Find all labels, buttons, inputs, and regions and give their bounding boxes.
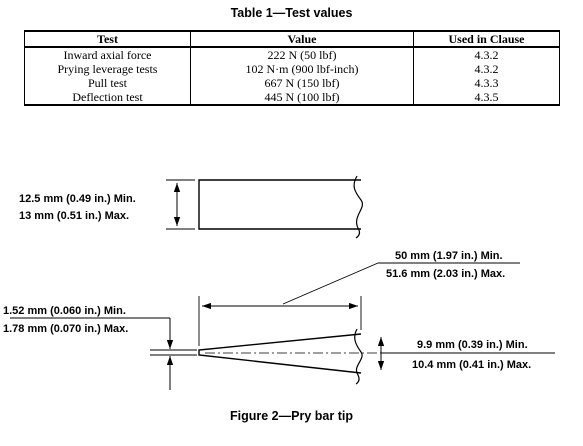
length-min-label: 50 mm (1.97 in.) Min. [395, 250, 503, 262]
width-max-label: 13 mm (0.51 in.) Max. [19, 210, 129, 222]
column-header-clause: Used in Clause [413, 30, 560, 48]
base-thickness-dimension [377, 337, 555, 370]
bar-outline [198, 179, 361, 230]
value-cell: 667 N (150 lbf) [190, 76, 414, 90]
clause-cell: 4.3.2 [413, 47, 560, 62]
table-row: Deflection test 445 N (100 lbf) 4.3.5 [24, 90, 560, 106]
test-cell: Inward axial force [24, 47, 191, 62]
tip-thickness-dimension [10, 317, 197, 390]
taper-outline [198, 333, 362, 374]
tip-min-label: 1.52 mm (0.060 in.) Min. [3, 305, 126, 317]
base-min-label: 9.9 mm (0.39 in.) Min. [417, 339, 528, 351]
test-cell: Deflection test [24, 90, 191, 106]
table-row: Prying leverage tests 102 N·m (900 lbf-i… [24, 62, 560, 76]
value-cell: 445 N (100 lbf) [190, 90, 414, 106]
length-dimension [198, 262, 520, 346]
table-row: Pull test 667 N (150 lbf) 4.3.3 [24, 76, 560, 90]
test-values-table: Test Value Used in Clause Inward axial f… [24, 30, 560, 106]
tip-max-label: 1.78 mm (0.070 in.) Max. [3, 323, 128, 335]
column-header-value: Value [190, 30, 414, 48]
break-line [354, 328, 363, 385]
base-max-label: 10.4 mm (0.41 in.) Max. [412, 359, 531, 371]
clause-cell: 4.3.2 [413, 62, 560, 76]
table-row: Inward axial force 222 N (50 lbf) 4.3.2 [24, 47, 560, 62]
length-max-label: 51.6 mm (2.03 in.) Max. [386, 268, 505, 280]
bar-side-view [198, 328, 382, 385]
figure-caption: Figure 2—Pry bar tip [230, 409, 353, 423]
table-title: Table 1—Test values [230, 6, 353, 20]
clause-cell: 4.3.3 [413, 76, 560, 90]
value-cell: 222 N (50 lbf) [190, 47, 414, 62]
break-line [353, 175, 363, 239]
clause-cell: 4.3.5 [413, 90, 560, 106]
value-cell: 102 N·m (900 lbf-inch) [190, 62, 414, 76]
width-min-label: 12.5 mm (0.49 in.) Min. [19, 193, 136, 205]
bar-top-view [198, 175, 363, 239]
test-cell: Prying leverage tests [24, 62, 191, 76]
width-dimension [166, 179, 195, 230]
test-cell: Pull test [24, 76, 191, 90]
column-header-test: Test [24, 30, 191, 48]
table-header-row: Test Value Used in Clause [24, 30, 560, 48]
